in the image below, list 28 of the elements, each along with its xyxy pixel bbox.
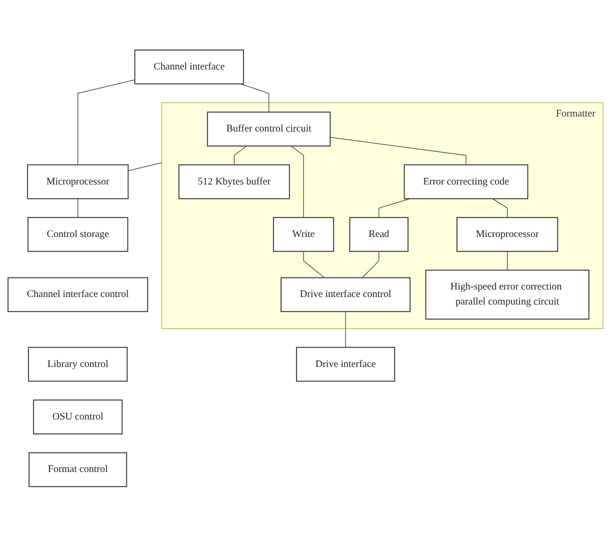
node-box: Channel interface control [8, 277, 148, 312]
node-box: High-speed error correction parallel computing circuit [425, 270, 590, 320]
connector [492, 198, 508, 218]
node-box: Read [349, 217, 408, 252]
connector [507, 251, 508, 271]
node-box: OSU control [33, 400, 123, 435]
connector [330, 137, 466, 166]
connector [78, 80, 136, 166]
node-box: Control storage [27, 217, 128, 252]
node-box: Microprocessor [456, 217, 558, 252]
connector [345, 311, 346, 348]
connector [234, 146, 247, 166]
connector [303, 251, 325, 278]
node-box: 512 Kbytes buffer [178, 164, 290, 200]
connector [378, 198, 410, 218]
node-box: Channel interface [134, 50, 244, 85]
node-box: Drive interface [296, 347, 396, 382]
node-box: Write [273, 217, 334, 252]
node-box: Format control [28, 452, 128, 488]
node-box: Library control [28, 347, 128, 382]
connector [290, 146, 304, 218]
node-box: Buffer control circuit [207, 112, 331, 147]
node-box: Drive interface control [280, 277, 411, 312]
connector [128, 162, 162, 172]
connector [362, 251, 380, 278]
node-box: Error correcting code [404, 164, 528, 200]
connector [240, 84, 270, 113]
node-box: Microprocessor [27, 164, 129, 200]
